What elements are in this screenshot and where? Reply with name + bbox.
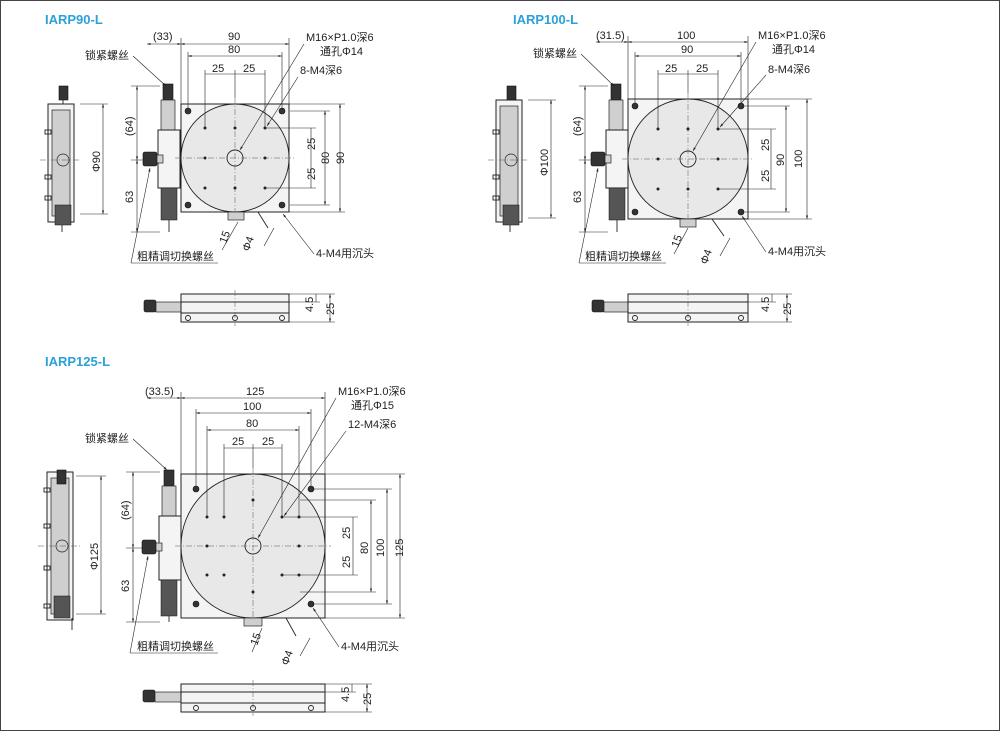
model-title: IARP125-L <box>45 354 110 369</box>
half-b-label: 25 <box>243 63 255 75</box>
right-mid-label: 90 <box>775 154 787 166</box>
right-small-a-label: 25 <box>306 138 318 150</box>
thread-label: M16×P1.0深6 <box>758 29 826 42</box>
coarse-fine-label: 粗精调切换螺丝 <box>137 249 214 263</box>
model-title: IARP100-L <box>513 12 578 27</box>
coarse-fine-label: 粗精调切换螺丝 <box>585 249 662 263</box>
pattern-width-label: 100 <box>243 401 261 413</box>
right-mid-label: 80 <box>359 542 371 554</box>
side-small-label: 4.5 <box>340 687 352 702</box>
stage-iarp90: IARP90-L Φ90 (64) 63 <box>40 12 374 326</box>
height-lower-label: 63 <box>572 191 584 203</box>
right-big-label: 100 <box>793 150 805 168</box>
through-hole-label: 通孔Φ14 <box>772 43 815 56</box>
half-b-label: 25 <box>262 436 274 448</box>
height-upper-label: (64) <box>124 116 136 136</box>
pattern-width-label: 90 <box>681 44 693 56</box>
phi4-label: Φ4 <box>241 235 257 253</box>
holes-label: 8-M4深6 <box>768 63 810 76</box>
height-upper-label: (64) <box>120 500 132 520</box>
depth-label: 15 <box>670 233 685 249</box>
holes-label: 12-M4深6 <box>348 418 396 431</box>
plate-width-label: 90 <box>228 31 240 43</box>
countersink-label: 4-M4用沉头 <box>768 245 826 258</box>
half-a-label: 25 <box>212 63 224 75</box>
stage-iarp100: IARP100-L Φ100 (64) 63 <box>488 12 826 326</box>
right-small-b-label: 25 <box>306 168 318 180</box>
side-small-label: 4.5 <box>760 297 772 312</box>
diameter-label: Φ90 <box>91 151 103 172</box>
side-view-left <box>40 85 80 232</box>
half-a-label: 25 <box>232 436 244 448</box>
micrometer <box>590 83 629 232</box>
height-lower-label: 63 <box>120 580 132 592</box>
micrometer <box>141 469 182 622</box>
offset-label: (33) <box>153 31 173 43</box>
through-hole-label: 通孔Φ15 <box>351 399 394 412</box>
right-big-b-label: 125 <box>394 539 406 557</box>
side-big-label: 25 <box>362 693 374 705</box>
half-a-label: 25 <box>665 63 677 75</box>
hole-pattern <box>203 126 267 190</box>
diameter-label: Φ100 <box>539 149 551 176</box>
pattern-width-label: 80 <box>228 44 240 56</box>
side-view-left <box>38 469 80 630</box>
thread-label: M16×P1.0深6 <box>306 31 374 44</box>
through-hole-label: 通孔Φ14 <box>320 45 363 58</box>
right-small-b-label: 25 <box>341 556 353 568</box>
front-view <box>142 680 326 716</box>
right-small-b-label: 25 <box>760 170 772 182</box>
phi4-label: Φ4 <box>699 248 715 266</box>
plate-width-label: 125 <box>246 386 264 398</box>
right-small-a-label: 25 <box>760 139 772 151</box>
half-b-label: 25 <box>696 63 708 75</box>
front-view <box>143 290 290 326</box>
side-view-left <box>488 85 528 232</box>
lock-screw-label: 锁紧螺丝 <box>85 431 129 445</box>
diameter-label: Φ125 <box>89 543 101 570</box>
coarse-fine-label: 粗精调切换螺丝 <box>137 639 214 653</box>
right-mid-label: 80 <box>320 152 332 164</box>
micrometer <box>142 83 181 232</box>
height-lower-label: 63 <box>124 191 136 203</box>
countersink-label: 4-M4用沉头 <box>341 640 399 653</box>
holes-label: 8-M4深6 <box>300 64 342 77</box>
right-big-label: 90 <box>335 152 347 164</box>
right-small-a-label: 25 <box>341 527 353 539</box>
countersink-label: 4-M4用沉头 <box>316 247 374 260</box>
offset-label: (31.5) <box>596 30 625 42</box>
side-small-label: 4.5 <box>304 297 316 312</box>
side-big-label: 25 <box>782 303 794 315</box>
thread-label: M16×P1.0深6 <box>338 385 406 398</box>
lock-screw-label: 锁紧螺丝 <box>533 46 577 60</box>
lock-screw-label: 锁紧螺丝 <box>85 48 129 62</box>
front-view <box>591 290 749 326</box>
depth-label: 15 <box>249 631 264 647</box>
offset-label: (33.5) <box>145 386 174 398</box>
model-title: IARP90-L <box>45 12 103 27</box>
phi4-label: Φ4 <box>280 649 296 667</box>
height-upper-label: (64) <box>572 116 584 136</box>
plate-width-label: 100 <box>677 30 695 42</box>
pattern-inner-label: 80 <box>246 418 258 430</box>
stage-iarp125: IARP125-L Φ125 (64) 63 <box>38 354 406 716</box>
depth-label: 15 <box>218 229 233 245</box>
right-big-a-label: 100 <box>375 539 387 557</box>
side-big-label: 25 <box>325 303 337 315</box>
